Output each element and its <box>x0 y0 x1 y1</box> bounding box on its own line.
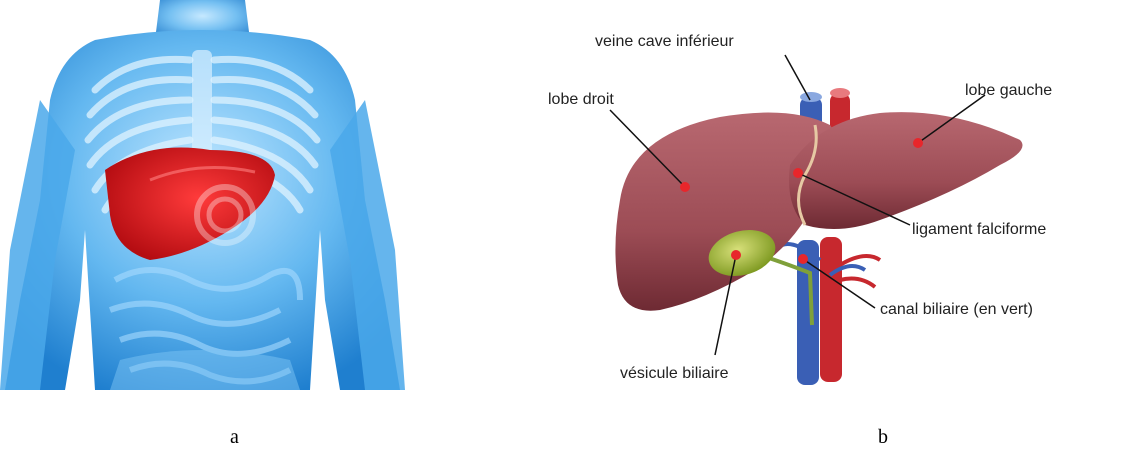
hepatic-branches <box>840 256 880 287</box>
label-falciform-ligament: ligament falciforme <box>912 221 1046 239</box>
caption-b: b <box>878 426 888 449</box>
liver-diagram: veine cave inférieur lobe droit lobe gau… <box>520 25 1120 395</box>
label-left-lobe: lobe gauche <box>965 82 1052 100</box>
label-gallbladder: vésicule biliaire <box>620 365 729 383</box>
torso-svg <box>0 0 405 390</box>
sternum <box>192 50 212 160</box>
aorta-bottom <box>820 237 842 382</box>
label-right-lobe: lobe droit <box>548 91 614 109</box>
caption-a: a <box>230 426 239 449</box>
torso-illustration <box>0 0 405 390</box>
liver-svg <box>520 25 1120 395</box>
label-vena-cava: veine cave inférieur <box>595 33 734 51</box>
label-bile-duct: canal biliaire (en vert) <box>880 301 1033 319</box>
